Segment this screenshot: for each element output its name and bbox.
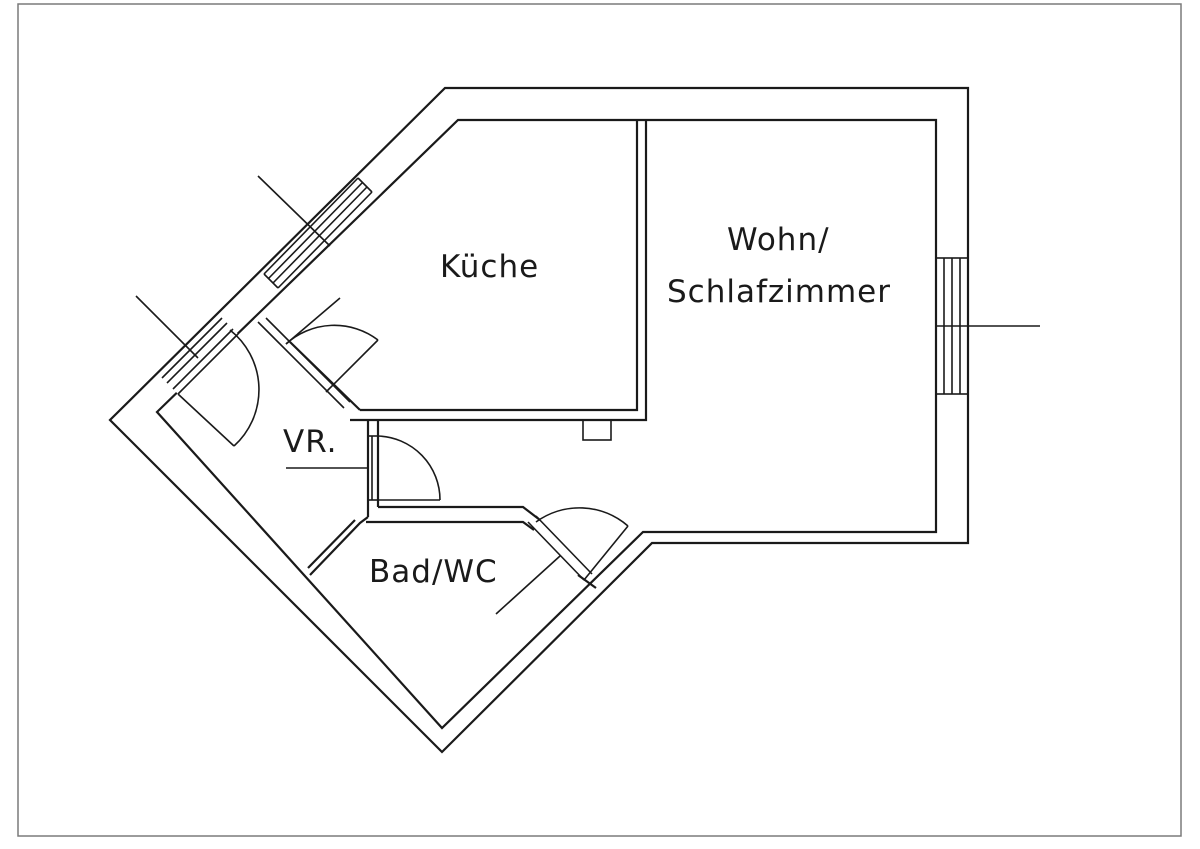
inner-wall bbox=[155, 118, 938, 730]
door-kitchen bbox=[257, 297, 379, 409]
partition-bath-top bbox=[309, 505, 541, 576]
window-diagonal-lower bbox=[135, 295, 239, 395]
outer-wall bbox=[108, 86, 970, 754]
sheet-border bbox=[17, 3, 1182, 837]
chimney bbox=[582, 419, 612, 441]
window-diagonal-upper bbox=[257, 175, 373, 289]
door-bath bbox=[495, 507, 629, 615]
label-living-line1: Wohn/ bbox=[727, 222, 830, 258]
label-bath: Bad/WC bbox=[369, 554, 498, 590]
partition-hall-vertical bbox=[366, 420, 380, 517]
label-hall: VR. bbox=[283, 424, 338, 460]
window-right bbox=[935, 257, 1040, 395]
label-living-line2: Schlafzimmer bbox=[667, 274, 891, 310]
door-entrance bbox=[177, 329, 260, 447]
partition-kitchen-living bbox=[360, 120, 648, 422]
floor-plan bbox=[108, 86, 1040, 754]
partition-bath-diag bbox=[307, 519, 356, 569]
label-kitchen: Küche bbox=[440, 249, 539, 285]
door-hall-living bbox=[368, 435, 441, 501]
